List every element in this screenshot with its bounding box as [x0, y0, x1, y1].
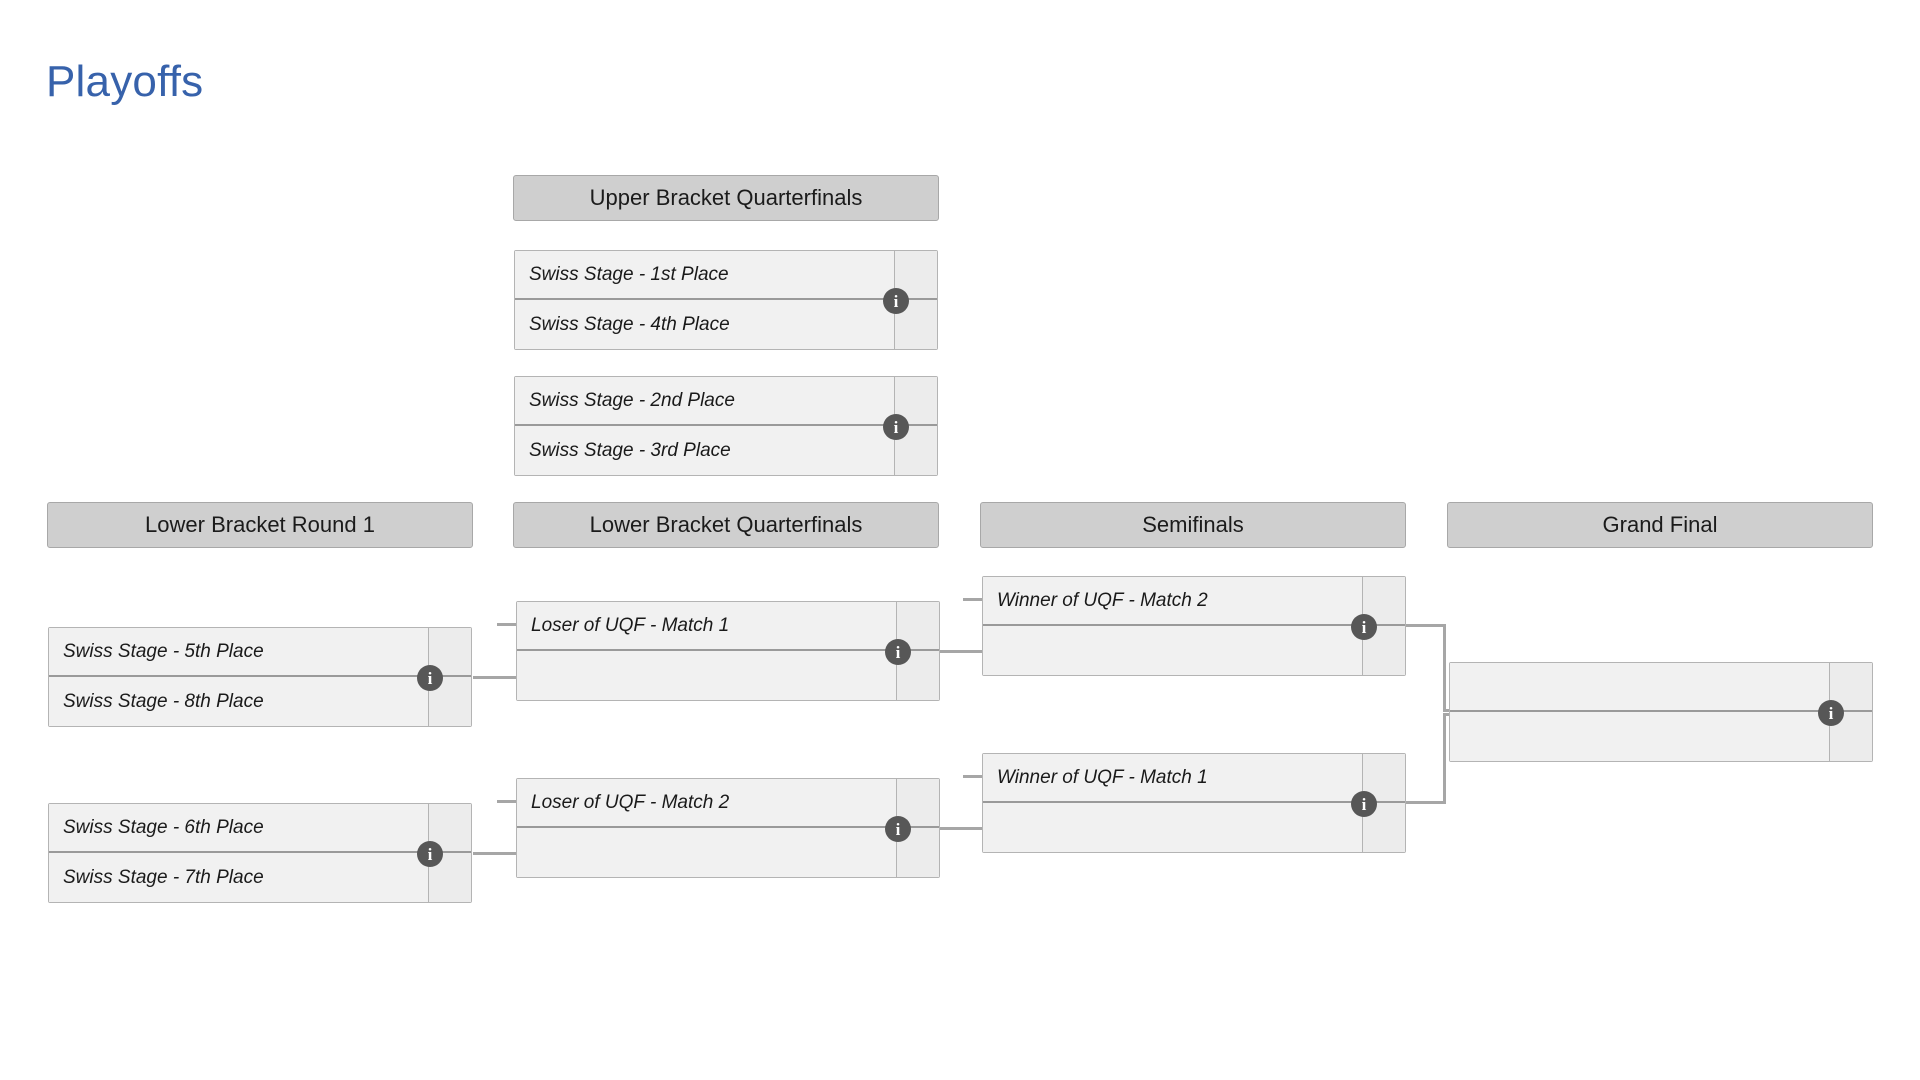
connector-sf-m2-out	[1406, 801, 1446, 804]
match-row[interactable]: Swiss Stage - 1st Place	[515, 251, 937, 300]
match-lbr1-m1[interactable]: Swiss Stage - 5th Place Swiss Stage - 8t…	[48, 627, 472, 727]
match-lbqf-m1[interactable]: Loser of UQF - Match 1 i	[516, 601, 940, 701]
opponent-name: Swiss Stage - 6th Place	[49, 804, 429, 851]
opponent-name	[983, 803, 1363, 852]
opponent-name	[983, 626, 1363, 675]
connector-stub-lbqf-m1-top	[497, 623, 519, 626]
match-row[interactable]	[517, 828, 939, 877]
opponent-name: Swiss Stage - 3rd Place	[515, 426, 895, 475]
opponent-name: Swiss Stage - 7th Place	[49, 853, 429, 902]
opponent-name: Loser of UQF - Match 2	[517, 779, 897, 826]
info-icon[interactable]: i	[417, 665, 443, 691]
match-row[interactable]: Swiss Stage - 4th Place	[515, 300, 937, 349]
connector-sf-m1-out	[1406, 624, 1446, 627]
match-grand-final[interactable]: i	[1449, 662, 1873, 762]
connector-sf-m1-vertical	[1443, 624, 1446, 712]
round-header-upper-bracket-quarterfinals: Upper Bracket Quarterfinals	[513, 175, 939, 221]
match-row[interactable]: Swiss Stage - 6th Place	[49, 804, 471, 853]
match-row[interactable]	[517, 651, 939, 700]
match-sf-m2[interactable]: Winner of UQF - Match 1 i	[982, 753, 1406, 853]
connector-stub-sf-m2-top	[963, 775, 985, 778]
info-icon[interactable]: i	[885, 816, 911, 842]
opponent-name: Winner of UQF - Match 2	[983, 577, 1363, 624]
match-row[interactable]	[983, 803, 1405, 852]
match-row[interactable]: Loser of UQF - Match 1	[517, 602, 939, 651]
opponent-name: Swiss Stage - 5th Place	[49, 628, 429, 675]
connector-lbr1-m1-to-lbqf-m1	[473, 676, 517, 679]
round-header-semifinals: Semifinals	[980, 502, 1406, 548]
match-row[interactable]: Winner of UQF - Match 2	[983, 577, 1405, 626]
opponent-name	[517, 828, 897, 877]
opponent-name: Swiss Stage - 8th Place	[49, 677, 429, 726]
connector-lbqf-m1-to-sf-m1	[939, 650, 983, 653]
connector-sf-m2-vertical	[1443, 713, 1446, 804]
connector-stub-sf-m1-top	[963, 598, 985, 601]
match-lbr1-m2[interactable]: Swiss Stage - 6th Place Swiss Stage - 7t…	[48, 803, 472, 903]
info-icon[interactable]: i	[883, 288, 909, 314]
match-row[interactable]: Loser of UQF - Match 2	[517, 779, 939, 828]
match-row[interactable]	[1450, 712, 1872, 761]
info-icon[interactable]: i	[885, 639, 911, 665]
opponent-name	[517, 651, 897, 700]
opponent-name: Swiss Stage - 2nd Place	[515, 377, 895, 424]
match-row[interactable]: Swiss Stage - 5th Place	[49, 628, 471, 677]
match-row[interactable]: Winner of UQF - Match 1	[983, 754, 1405, 803]
round-header-lower-bracket-round-1: Lower Bracket Round 1	[47, 502, 473, 548]
connector-lbqf-m2-to-sf-m2	[939, 827, 983, 830]
connector-stub-lbqf-m2-top	[497, 800, 519, 803]
opponent-name	[1450, 663, 1830, 710]
info-icon[interactable]: i	[1818, 700, 1844, 726]
connector-lbr1-m2-to-lbqf-m2	[473, 852, 517, 855]
match-row[interactable]: Swiss Stage - 8th Place	[49, 677, 471, 726]
match-ubqf-m1[interactable]: Swiss Stage - 1st Place Swiss Stage - 4t…	[514, 250, 938, 350]
info-icon[interactable]: i	[417, 841, 443, 867]
match-row[interactable]: Swiss Stage - 2nd Place	[515, 377, 937, 426]
match-row[interactable]: Swiss Stage - 3rd Place	[515, 426, 937, 475]
match-lbqf-m2[interactable]: Loser of UQF - Match 2 i	[516, 778, 940, 878]
match-ubqf-m2[interactable]: Swiss Stage - 2nd Place Swiss Stage - 3r…	[514, 376, 938, 476]
match-row[interactable]	[983, 626, 1405, 675]
info-icon[interactable]: i	[883, 414, 909, 440]
opponent-name: Swiss Stage - 4th Place	[515, 300, 895, 349]
opponent-name: Loser of UQF - Match 1	[517, 602, 897, 649]
round-header-grand-final: Grand Final	[1447, 502, 1873, 548]
page-title: Playoffs	[46, 57, 204, 106]
match-sf-m1[interactable]: Winner of UQF - Match 2 i	[982, 576, 1406, 676]
round-header-lower-bracket-quarterfinals: Lower Bracket Quarterfinals	[513, 502, 939, 548]
opponent-name: Winner of UQF - Match 1	[983, 754, 1363, 801]
opponent-name: Swiss Stage - 1st Place	[515, 251, 895, 298]
info-icon[interactable]: i	[1351, 791, 1377, 817]
info-icon[interactable]: i	[1351, 614, 1377, 640]
opponent-name	[1450, 712, 1830, 761]
match-row[interactable]	[1450, 663, 1872, 712]
match-row[interactable]: Swiss Stage - 7th Place	[49, 853, 471, 902]
